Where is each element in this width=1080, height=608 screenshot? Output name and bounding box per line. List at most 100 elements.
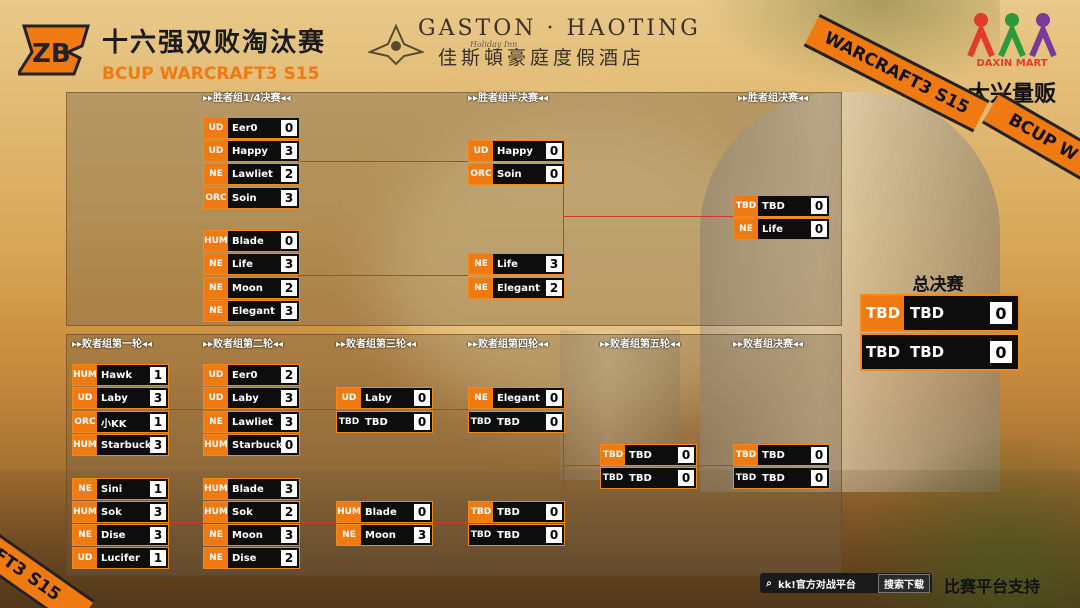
player-name: Happy	[232, 145, 268, 157]
platform-name: kk!官方对战平台	[778, 579, 856, 591]
player-name: Starbuck	[232, 439, 281, 451]
player-name: TBD	[762, 472, 785, 484]
player-name: Laby	[101, 392, 128, 404]
race-tag: HUM	[73, 502, 97, 522]
race-tag: TBD	[734, 196, 758, 216]
race-tag: TBD	[469, 412, 493, 432]
player-name: Dise	[101, 529, 126, 541]
score: 2	[281, 504, 297, 520]
grand-final-slot: TBD TBD 0	[860, 294, 1020, 332]
connector-line	[563, 465, 600, 466]
score: 3	[281, 390, 297, 406]
race-tag: HUM	[204, 435, 228, 455]
race-tag: NE	[469, 278, 493, 298]
race-tag: NE	[204, 412, 228, 432]
race-tag: NE	[204, 548, 228, 568]
race-tag: NE	[469, 254, 493, 274]
losers-round2-header: ▸▸败者组第二轮◂◂	[203, 339, 284, 350]
losers-round1-header: ▸▸败者组第一轮◂◂	[72, 339, 153, 350]
score: 3	[281, 303, 297, 319]
race-tag: HUM	[337, 502, 361, 522]
losers-round3-header: ▸▸败者组第三轮◂◂	[336, 339, 417, 350]
race-tag: NE	[204, 254, 228, 274]
race-tag: HUM	[73, 435, 97, 455]
race-tag: ORC	[204, 188, 228, 208]
score: 3	[281, 143, 297, 159]
race-tag: NE	[204, 301, 228, 321]
race-tag: TBD	[862, 296, 904, 330]
player-name: TBD	[910, 343, 945, 361]
score: 0	[414, 390, 430, 406]
score: 2	[281, 280, 297, 296]
score: 0	[546, 414, 562, 430]
winners-semifinal-header: ▸▸胜者组半决赛◂◂	[468, 93, 549, 104]
score: 0	[811, 198, 827, 214]
winners-final-header: ▸▸胜者组决赛◂◂	[738, 93, 809, 104]
connector-line	[298, 161, 468, 162]
race-tag: TBD	[734, 445, 758, 465]
race-tag: UD	[337, 388, 361, 408]
search-download-button[interactable]: 搜索下载	[878, 573, 930, 593]
player-name: Life	[497, 258, 518, 270]
score: 3	[546, 256, 562, 272]
score: 2	[281, 550, 297, 566]
player-name: 小KK	[101, 418, 127, 430]
race-tag: NE	[204, 278, 228, 298]
race-tag: HUM	[73, 365, 97, 385]
player-name: Blade	[232, 235, 264, 247]
grand-final-slot: TBD TBD 0	[860, 333, 1020, 371]
race-tag: UD	[469, 141, 493, 161]
score: 0	[546, 143, 562, 159]
winners-bracket-frame	[66, 92, 842, 326]
score: 3	[281, 190, 297, 206]
player-name: Dise	[232, 552, 257, 564]
player-name: Laby	[365, 392, 392, 404]
score: 0	[678, 447, 694, 463]
player-name: TBD	[365, 416, 388, 428]
race-tag: TBD	[469, 525, 493, 545]
player-name: TBD	[497, 416, 520, 428]
player-name: Life	[762, 223, 783, 235]
player-name: Eer0	[232, 122, 258, 134]
race-tag: TBD	[862, 335, 904, 369]
platform-support-text: 比赛平台支持	[944, 577, 1041, 596]
player-name: Hawk	[101, 369, 133, 381]
player-name: TBD	[629, 472, 652, 484]
platform-search-bar[interactable]: ⌕ kk!官方对战平台 搜索下载	[760, 573, 932, 593]
race-tag: HUM	[204, 479, 228, 499]
race-tag: NE	[469, 388, 493, 408]
race-tag: TBD	[734, 468, 758, 488]
grand-final-title: 总决赛	[912, 275, 964, 295]
score: 3	[150, 504, 166, 520]
daxin-mart-logo-icon	[967, 13, 1057, 58]
losers-bracket-frame	[66, 334, 842, 576]
bcup-logo: ZB	[18, 24, 91, 76]
race-tag: UD	[204, 118, 228, 138]
score: 0	[546, 504, 562, 520]
search-icon: ⌕	[766, 577, 772, 589]
losers-final-header: ▸▸败者组决赛◂◂	[733, 339, 804, 350]
player-name: TBD	[629, 449, 652, 461]
race-tag: TBD	[337, 412, 361, 432]
score: 0	[811, 221, 827, 237]
race-tag: TBD	[469, 502, 493, 522]
